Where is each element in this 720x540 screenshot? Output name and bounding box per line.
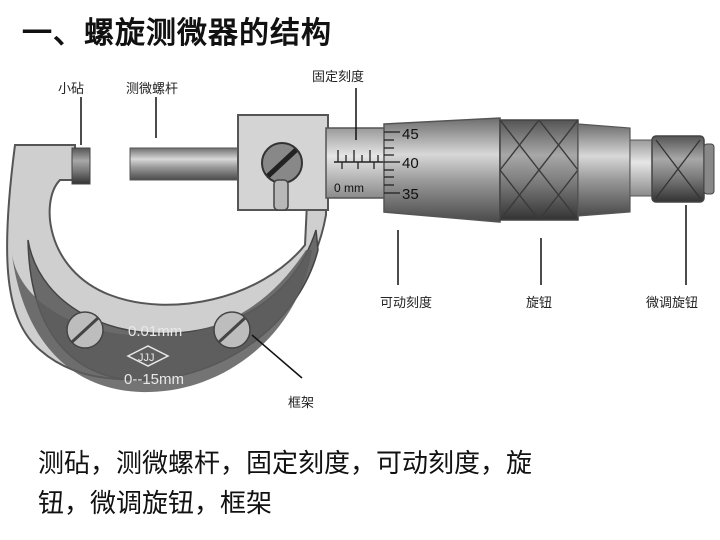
label-fine-knob: 微调旋钮 — [646, 296, 699, 311]
rear-barrel — [577, 123, 631, 217]
leader-lines — [80, 88, 687, 379]
knurl-pattern — [499, 119, 579, 221]
caption-line-2: 钮，微调旋钮，框架 — [38, 489, 273, 519]
caption-line-1: 测砧，测微螺杆，固定刻度，可动刻度，旋 — [38, 449, 533, 479]
spindle — [129, 147, 241, 181]
label-knob: 旋钮 — [526, 296, 553, 311]
logo-text: JJJ — [138, 352, 155, 364]
label-frame: 框架 — [288, 396, 315, 411]
frame-resolution-text: 0.01mm — [128, 323, 182, 340]
sleeve-zero-mm: 0 mm — [334, 181, 364, 195]
caption: 测砧，测微螺杆，固定刻度，可动刻度，旋 钮，微调旋钮，框架 — [38, 444, 688, 524]
lock-lever — [273, 179, 289, 211]
frame-dark-panel — [12, 250, 312, 393]
thimble-label-35: 35 — [402, 186, 419, 203]
frame-range-text: 0--15mm — [124, 371, 184, 388]
ratchet-cap — [703, 143, 715, 195]
label-fixed-scale: 固定刻度 — [312, 70, 365, 85]
ratchet-knurl — [655, 139, 701, 199]
thimble-ticks — [384, 131, 400, 194]
micrometer-diagram: 0 mm 45 40 35 0.01mm JJ — [6, 88, 715, 393]
label-anvil: 小砧 — [58, 82, 85, 97]
anvil — [71, 147, 91, 185]
sleeve-ticks — [337, 150, 379, 169]
thimble-label-45: 45 — [402, 126, 419, 143]
label-spindle: 测微螺杆 — [126, 82, 179, 97]
page-title: 一、螺旋测微器的结构 — [22, 16, 332, 51]
ratchet-neck — [629, 139, 653, 197]
lock-nut-slot — [266, 148, 298, 178]
thimble — [383, 117, 501, 223]
label-thimble-scale: 可动刻度 — [380, 296, 433, 311]
thimble-label-40: 40 — [402, 155, 419, 172]
logo-mark: JJJ — [126, 345, 170, 367]
